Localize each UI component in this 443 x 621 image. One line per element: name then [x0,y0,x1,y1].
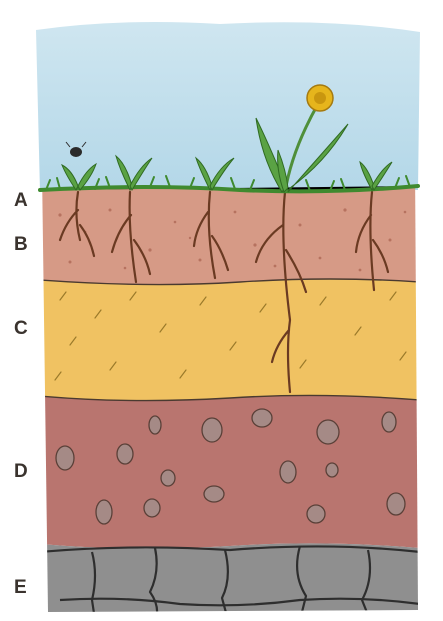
layer-label-e: E [14,577,27,598]
layer-label-b: B [14,234,28,255]
layer-e-band [40,543,420,620]
layer-label-d: D [14,461,28,482]
layer-c-band [40,279,420,401]
layer-d-band [40,395,420,548]
layer-b-band [40,186,420,285]
layer-label-a: A [14,190,28,211]
layer-label-c: C [14,318,28,339]
